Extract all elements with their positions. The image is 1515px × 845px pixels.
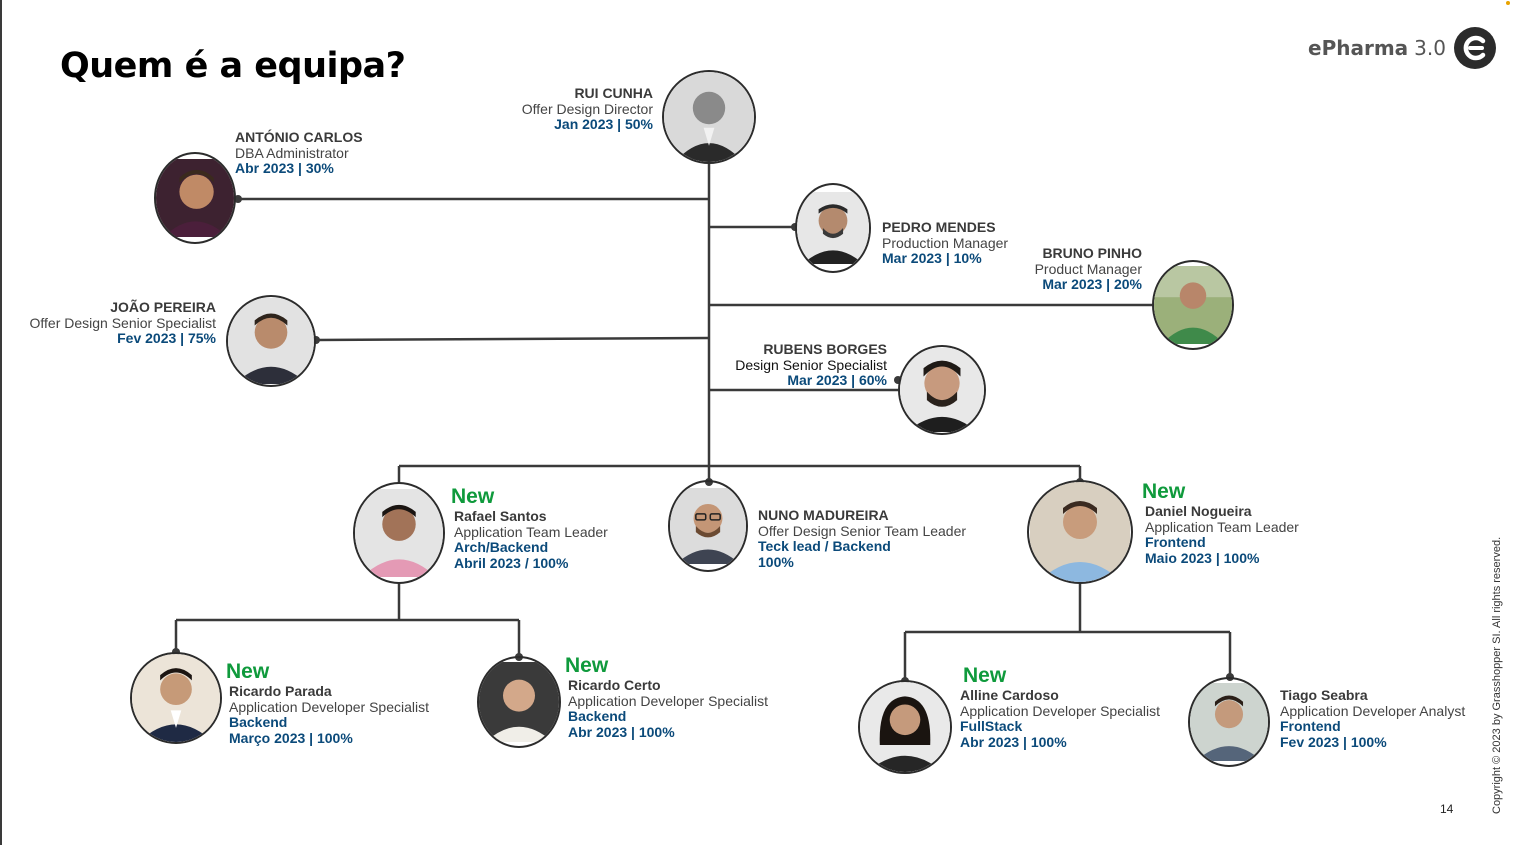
person-detail: Mar 2023 | 60% bbox=[787, 372, 887, 388]
person-name: Ricardo Parada bbox=[229, 683, 332, 699]
person-role: Application Developer Analyst bbox=[1280, 702, 1466, 719]
new-badge: New bbox=[565, 654, 609, 677]
person-antonio-carlos: ANTÓNIO CARLOS DBA Administrator Abr 202… bbox=[235, 129, 363, 177]
person-detail: 100% bbox=[758, 553, 794, 570]
person-role: Application Team Leader bbox=[1145, 518, 1299, 535]
person-name: BRUNO PINHO bbox=[1042, 245, 1142, 261]
person-detail: Maio 2023 | 100% bbox=[1145, 549, 1260, 566]
person-role: Design Senior Specialist bbox=[735, 356, 887, 373]
person-detail: Março 2023 | 100% bbox=[229, 729, 353, 746]
person-detail: Fev 2023 | 100% bbox=[1280, 733, 1387, 750]
person-nuno-madureira: NUNO MADUREIRA Offer Design Senior Team … bbox=[758, 507, 967, 570]
person-rui-cunha: RUI CUNHA Offer Design Director Jan 2023… bbox=[521, 85, 653, 133]
corner-dot bbox=[1506, 1, 1510, 5]
person-area: FullStack bbox=[960, 718, 1023, 734]
person-rafael-santos: New Rafael Santos Application Team Leade… bbox=[451, 485, 608, 571]
avatar-rafael-santos bbox=[353, 482, 445, 584]
person-name: JOÃO PEREIRA bbox=[110, 299, 216, 315]
person-area: Frontend bbox=[1280, 718, 1341, 734]
new-badge: New bbox=[963, 664, 1007, 687]
person-rubens-borges: RUBENS BORGES Design Senior Specialist M… bbox=[735, 341, 887, 389]
avatar-ricardo-parada bbox=[130, 652, 222, 744]
avatar-alline-cardoso bbox=[858, 680, 952, 774]
person-name: Ricardo Certo bbox=[568, 677, 661, 693]
person-role: Offer Design Senior Specialist bbox=[29, 314, 217, 331]
person-detail: Mar 2023 | 20% bbox=[1042, 276, 1142, 292]
new-badge: New bbox=[1142, 480, 1186, 503]
brand-name: ePharma bbox=[1308, 36, 1409, 60]
person-ricardo-certo: New Ricardo Certo Application Developer … bbox=[565, 654, 768, 740]
person-name: RUI CUNHA bbox=[574, 85, 653, 101]
page-title: Quem é a equipa? bbox=[60, 46, 406, 86]
person-area: Backend bbox=[229, 714, 288, 730]
new-badge: New bbox=[226, 660, 270, 683]
person-detail: Jan 2023 | 50% bbox=[554, 116, 653, 132]
avatar-tiago-seabra bbox=[1188, 677, 1270, 767]
avatar-pedro-mendes bbox=[795, 183, 871, 273]
page-number: 14 bbox=[1440, 802, 1454, 816]
person-name: Daniel Nogueira bbox=[1145, 503, 1252, 519]
person-role: Application Developer Specialist bbox=[960, 702, 1160, 719]
new-badge: New bbox=[451, 485, 495, 508]
person-name: RUBENS BORGES bbox=[763, 341, 887, 357]
avatar-joao-pereira bbox=[226, 295, 316, 387]
avatar-rui-cunha bbox=[662, 70, 756, 164]
avatar-nuno-madureira bbox=[668, 480, 748, 572]
person-name: Alline Cardoso bbox=[960, 687, 1059, 703]
person-role: Application Team Leader bbox=[454, 523, 608, 540]
person-area: Frontend bbox=[1145, 534, 1206, 550]
person-name: PEDRO MENDES bbox=[882, 219, 996, 235]
person-detail: Fev 2023 | 75% bbox=[117, 330, 216, 346]
person-role: Application Developer Specialist bbox=[229, 698, 429, 715]
person-daniel-nogueira: New Daniel Nogueira Application Team Lea… bbox=[1142, 480, 1299, 566]
avatar-rubens-borges bbox=[898, 345, 986, 435]
person-tiago-seabra: Tiago Seabra Application Developer Analy… bbox=[1280, 687, 1466, 750]
person-area: Teck lead / Backend bbox=[758, 538, 891, 554]
brand-version: 3.0 bbox=[1414, 36, 1446, 60]
person-role: Product Manager bbox=[1034, 260, 1142, 277]
person-ricardo-parada: New Ricardo Parada Application Developer… bbox=[226, 660, 429, 746]
person-pedro-mendes: PEDRO MENDES Production Manager Mar 2023… bbox=[882, 219, 1009, 267]
copyright-notice: Copyright © 2023 by Grasshopper SI. All … bbox=[1491, 536, 1503, 814]
avatar-bruno-pinho bbox=[1152, 260, 1234, 350]
person-detail: Mar 2023 | 10% bbox=[882, 250, 982, 266]
person-name: NUNO MADUREIRA bbox=[758, 507, 889, 523]
person-joao-pereira: JOÃO PEREIRA Offer Design Senior Special… bbox=[29, 299, 217, 347]
epharma-logo-icon bbox=[1453, 27, 1496, 69]
avatar-antonio-carlos bbox=[154, 152, 236, 244]
person-bruno-pinho: BRUNO PINHO Product Manager Mar 2023 | 2… bbox=[1034, 245, 1142, 293]
person-name: Rafael Santos bbox=[454, 508, 547, 524]
brand: ePharma 3.0 bbox=[1308, 26, 1496, 70]
person-detail: Abr 2023 | 100% bbox=[568, 723, 675, 740]
person-name: Tiago Seabra bbox=[1280, 687, 1368, 703]
avatar-daniel-nogueira bbox=[1027, 480, 1133, 584]
person-role: Production Manager bbox=[882, 234, 1009, 251]
avatar-ricardo-certo bbox=[477, 656, 561, 748]
person-alline-cardoso: New Alline Cardoso Application Developer… bbox=[960, 664, 1160, 750]
person-role: Offer Design Senior Team Leader bbox=[758, 522, 967, 539]
person-detail: Abr 2023 | 100% bbox=[960, 733, 1067, 750]
person-role: Offer Design Director bbox=[521, 100, 653, 117]
person-role: DBA Administrator bbox=[235, 144, 349, 161]
person-area: Arch/Backend bbox=[454, 539, 549, 555]
person-name: ANTÓNIO CARLOS bbox=[235, 129, 363, 145]
person-detail: Abril 2023 / 100% bbox=[454, 554, 569, 571]
person-role: Application Developer Specialist bbox=[568, 692, 768, 709]
person-detail: Abr 2023 | 30% bbox=[235, 160, 334, 176]
slide-left-border bbox=[0, 0, 2, 845]
person-area: Backend bbox=[568, 708, 627, 724]
